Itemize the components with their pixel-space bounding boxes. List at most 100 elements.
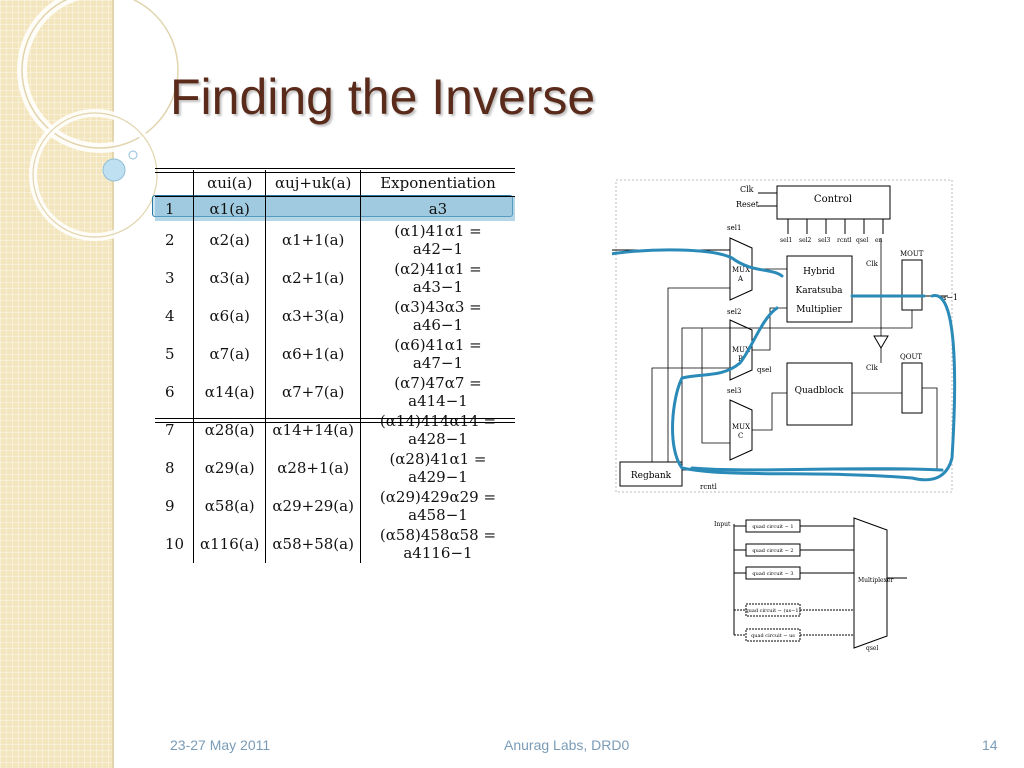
multiplexer-shape (853, 517, 888, 649)
buffer-triangle (873, 335, 889, 349)
reset-label: Reset (736, 200, 760, 209)
row-exponentiation: (α2)41α1 = a43−1 (394, 260, 482, 296)
quadblock (786, 362, 853, 426)
footer-date: 23-27 May 2011 (170, 737, 271, 753)
clk-label: Clk (740, 185, 754, 194)
mux-a (729, 237, 753, 301)
mux-c (729, 399, 753, 461)
footer-organization: Anurag Labs, DRD0 (504, 737, 630, 753)
row-index: 9 (155, 487, 194, 525)
sidebar-edge (112, 0, 114, 768)
quad-circuit-label: quad circuit − 1 (752, 524, 793, 530)
header-alpha-ui: αui(a) (193, 170, 267, 197)
row-alpha-ui: α28(a) (193, 411, 267, 449)
row-alpha-ui: α6(a) (193, 297, 267, 335)
header-exponentiation: Exponentiation (360, 170, 515, 197)
rcntl-label: rcntl (700, 483, 718, 491)
row-alpha-uj-uk: α3+3(a) (265, 297, 361, 335)
row-exponentiation: (α29)429α29 = a458−1 (379, 488, 497, 524)
slide-title: Finding the Inverse (170, 69, 596, 125)
mux-b-label2: B (738, 355, 743, 363)
row-alpha-ui: α2(a) (193, 221, 267, 259)
row-index: 8 (155, 449, 194, 487)
row-alpha-uj-uk: α2+1(a) (265, 259, 361, 297)
row-exponentiation: (α7)47α7 = a414−1 (394, 374, 482, 410)
clk-qout-label: Clk (866, 364, 879, 372)
row-exponentiation: (α3)43α3 = a46−1 (394, 298, 482, 334)
mux-a-label2: A (737, 275, 744, 283)
row-index: 6 (155, 373, 194, 411)
row-alpha-uj-uk: α6+1(a) (265, 335, 361, 373)
row-alpha-ui: α29(a) (193, 449, 267, 487)
row-alpha-uj-uk: α14+14(a) (265, 411, 361, 449)
multiplexer-label: Multiplexer (858, 577, 894, 584)
row-alpha-ui: α58(a) (193, 487, 267, 525)
row-exponentiation: (α14)414α14 = a428−1 (379, 412, 497, 448)
sel1-label: sel1 (727, 224, 741, 232)
multiplier-label-1: Hybrid (803, 267, 835, 277)
row-alpha-ui: α116(a) (193, 525, 267, 563)
control-signal-label: sel1 (780, 237, 792, 244)
quad-qsel-label: qsel (866, 645, 878, 652)
mout-label: MOUT (900, 250, 924, 258)
quad-circuit-label: quad circuit − us (751, 633, 795, 639)
row-index: 7 (155, 411, 194, 449)
row-exponentiation: (α58)458α58 = a4116−1 (379, 526, 497, 562)
row-alpha-ui: α1(a) (193, 196, 267, 221)
row-index: 2 (155, 221, 194, 259)
header-alpha-uj-uk: αuj+uk(a) (265, 170, 361, 197)
row-alpha-uj-uk: α1+1(a) (265, 221, 361, 259)
sel2-label: sel2 (727, 308, 741, 316)
row-exponentiation: a3 (360, 196, 515, 221)
output-label: a−1 (941, 293, 957, 302)
row-index: 4 (155, 297, 194, 335)
mux-a-label: MUX (732, 266, 750, 274)
control-signal-label: sel2 (799, 237, 812, 244)
table-rule (155, 168, 515, 169)
row-index: 10 (155, 525, 194, 563)
control-block (776, 185, 891, 220)
row-index: 1 (155, 196, 194, 221)
row-exponentiation: (α6)41α1 = a47−1 (394, 336, 482, 372)
row-index: 3 (155, 259, 194, 297)
control-signal-label: sel3 (818, 237, 831, 244)
control-signal-label: en (875, 237, 883, 244)
row-alpha-uj-uk: α29+29(a) (265, 487, 361, 525)
regbank (619, 461, 683, 487)
quad-circuit-label: quad circuit − 2 (752, 548, 793, 554)
quad-input-label: Input (714, 521, 731, 528)
row-alpha-ui: α14(a) (193, 373, 267, 411)
control-signal-label: rcntl (837, 237, 852, 244)
mux-c-label2: C (738, 432, 743, 440)
row-alpha-ui: α7(a) (193, 335, 267, 373)
multiplier-block (786, 255, 853, 323)
multiplier-label-2: Karatsuba (796, 286, 844, 296)
row-alpha-uj-uk: α28+1(a) (265, 449, 361, 487)
quad-circuit-diagram: Input quad circuit − 1 quad circuit − 2 qu… (714, 517, 907, 652)
mux-c-label: MUX (732, 423, 750, 431)
clk-mout-label: Clk (866, 260, 879, 268)
control-signal-label: qsel (856, 237, 868, 244)
table-rule (155, 422, 515, 423)
table-header-row: αui(a) αuj+uk(a) Exponentiation (155, 170, 515, 197)
mux-b-label: MUX (732, 346, 750, 354)
qout-register (901, 362, 923, 414)
qsel-label: qsel (757, 366, 772, 374)
row-alpha-ui: α3(a) (193, 259, 267, 297)
page-number: 14 (982, 737, 998, 753)
control-label: Control (814, 194, 852, 205)
sel3-label: sel3 (727, 387, 741, 395)
row-exponentiation: (α1)41α1 = a42−1 (394, 222, 482, 258)
mout-register (901, 259, 923, 311)
quad-circuit-label: quad circuit − 3 (752, 571, 793, 577)
regbank-label: Regbank (631, 471, 672, 481)
